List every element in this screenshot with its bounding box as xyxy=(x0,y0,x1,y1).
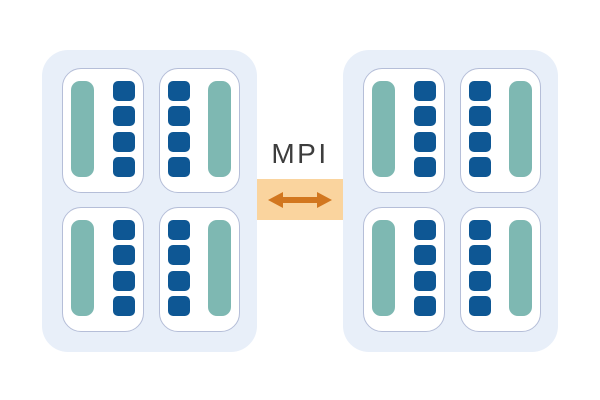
memory-bar xyxy=(71,220,94,316)
core-square xyxy=(468,106,491,127)
core-column xyxy=(413,220,436,316)
core-square xyxy=(468,270,491,291)
memory-bar xyxy=(208,81,231,177)
core-square xyxy=(468,245,491,266)
core-square xyxy=(112,295,135,316)
socket-card xyxy=(62,68,144,193)
core-square xyxy=(468,131,491,152)
socket-card xyxy=(62,207,144,332)
core-square xyxy=(112,270,135,291)
core-square xyxy=(413,295,436,316)
double-arrow-icon xyxy=(268,191,332,208)
core-square xyxy=(167,270,190,291)
core-square xyxy=(112,131,135,152)
core-square xyxy=(413,245,436,266)
core-square xyxy=(167,245,190,266)
core-square xyxy=(468,295,491,316)
core-square xyxy=(112,245,135,266)
core-column xyxy=(112,81,135,177)
core-square xyxy=(413,106,436,127)
mpi-link-box xyxy=(257,179,343,220)
socket-card xyxy=(158,68,240,193)
memory-bar xyxy=(509,220,532,316)
core-square xyxy=(468,156,491,177)
socket-card xyxy=(459,68,541,193)
memory-bar xyxy=(71,81,94,177)
core-square xyxy=(112,220,135,240)
core-square xyxy=(413,156,436,177)
core-column xyxy=(112,220,135,316)
compute-node-right xyxy=(343,50,558,352)
memory-bar xyxy=(372,81,395,177)
core-square xyxy=(167,220,190,240)
socket-card xyxy=(363,207,445,332)
core-square xyxy=(167,295,190,316)
core-square xyxy=(413,270,436,291)
core-square xyxy=(468,81,491,101)
core-square xyxy=(167,156,190,177)
core-square xyxy=(167,81,190,101)
memory-bar xyxy=(208,220,231,316)
socket-card xyxy=(158,207,240,332)
core-square xyxy=(413,81,436,101)
core-square xyxy=(112,81,135,101)
core-square xyxy=(112,156,135,177)
socket-card xyxy=(459,207,541,332)
compute-node-left xyxy=(42,50,257,352)
memory-bar xyxy=(372,220,395,316)
core-column xyxy=(167,220,190,316)
core-column xyxy=(468,81,491,177)
core-square xyxy=(112,106,135,127)
core-square xyxy=(167,106,190,127)
core-column xyxy=(167,81,190,177)
memory-bar xyxy=(509,81,532,177)
core-square xyxy=(413,220,436,240)
core-square xyxy=(468,220,491,240)
core-square xyxy=(413,131,436,152)
core-square xyxy=(167,131,190,152)
socket-card xyxy=(363,68,445,193)
mpi-label: MPI xyxy=(271,137,329,169)
core-column xyxy=(468,220,491,316)
core-column xyxy=(413,81,436,177)
